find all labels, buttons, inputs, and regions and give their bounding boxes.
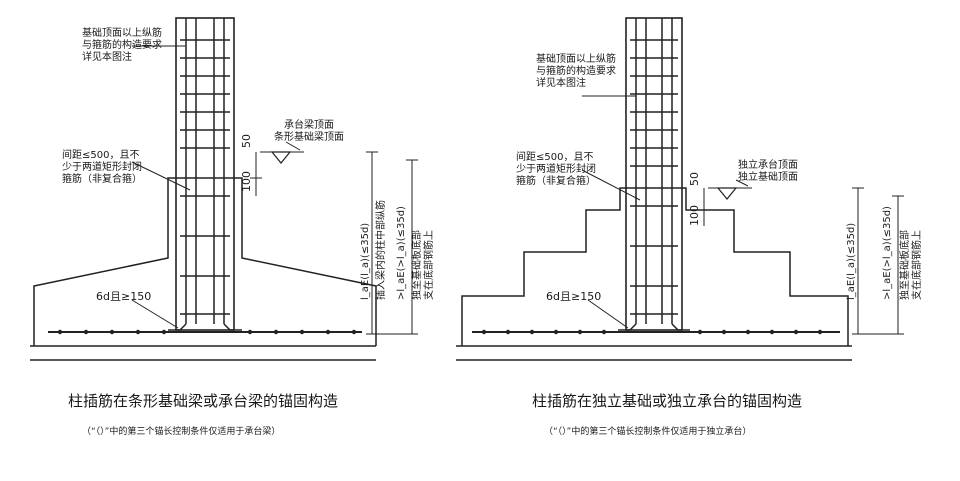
- right-detail: [456, 17, 904, 361]
- left-note-top-2: 与箍筋的构造要求: [82, 38, 162, 51]
- right-note-top-2: 与箍筋的构造要求: [536, 64, 616, 77]
- right-dim-50: 50: [688, 172, 701, 186]
- left-note-top-3: 详见本图注: [82, 50, 132, 63]
- right-top-label-1: 独立承台顶面: [738, 158, 798, 171]
- right-note-top-1: 基础顶面以上纵筋: [536, 52, 616, 65]
- right-rebar-dots: [481, 329, 823, 335]
- left-note-mid-1: 间距≤500，且不: [62, 148, 139, 161]
- left-anchor-outer-note-2: 支在底部钢筋上: [422, 230, 435, 300]
- right-anchor-inner: l_aE(l_a)(≤35d): [846, 223, 857, 300]
- right-anchor-outer-note-1: 独至基础板底部: [898, 230, 911, 300]
- left-texts: 基础顶面以上纵筋 与箍筋的构造要求 详见本图注 间距≤500，且不 少于两道矩形…: [62, 26, 435, 437]
- left-subcaption: （“（）”中的第三个锚长控制条件仅适用于承台梁）: [82, 425, 280, 437]
- right-note-mid-3: 箍筋（非复合箍）: [516, 174, 596, 187]
- left-dim-100: 100: [240, 171, 253, 192]
- right-hook-left: [618, 323, 637, 331]
- right-note-mid-1: 间距≤500，且不: [516, 150, 593, 163]
- left-top-label-2: 条形基础梁顶面: [274, 130, 344, 143]
- right-footing-outline: [461, 187, 849, 346]
- right-hook-dim: 6d且≥150: [546, 290, 601, 303]
- left-hook-right: [223, 323, 242, 331]
- left-upper-stirrups: [180, 39, 230, 149]
- left-note-mid-3: 箍筋（非复合箍）: [62, 172, 142, 185]
- right-top-label-2: 独立基础顶面: [738, 170, 798, 183]
- left-note-mid-2: 少于两道矩形封闭: [62, 160, 142, 173]
- right-texts: 基础顶面以上纵筋 与箍筋的构造要求 详见本图注 间距≤500，且不 少于两道矩形…: [516, 52, 923, 437]
- left-top-label-1: 承台梁顶面: [284, 118, 334, 131]
- right-anchor-outer-note-2: 支在底部钢筋上: [910, 230, 923, 300]
- left-lower-stirrups: [180, 195, 230, 315]
- left-hook-dim: 6d且≥150: [96, 290, 151, 303]
- right-upper-stirrups: [630, 39, 678, 167]
- right-column: [625, 17, 683, 331]
- right-note-mid-2: 少于两道矩形封闭: [516, 162, 596, 175]
- left-anchor-outer-note-1: 独至基础板底部: [410, 230, 423, 300]
- right-hook-right: [671, 323, 690, 331]
- right-subcaption: （“（）”中的第三个锚长控制条件仅适用于独立承台）: [544, 425, 751, 437]
- left-anchor-outer: >l_aE(>l_a)(≤35d): [396, 206, 407, 300]
- left-caption: 柱插筋在条形基础梁或承台梁的锚固构造: [68, 392, 338, 410]
- right-lower-stirrups: [630, 205, 678, 315]
- left-column: [175, 17, 235, 331]
- right-anchor-outer: >l_aE(>l_a)(≤35d): [882, 206, 893, 300]
- left-anchor-inner: l_aE(l_a)(≤35d): [360, 223, 371, 300]
- right-caption: 柱插筋在独立基础或独立承台的锚固构造: [532, 392, 802, 410]
- left-dim-50: 50: [240, 134, 253, 148]
- left-footing-outline: [33, 177, 377, 346]
- left-hook-left: [168, 323, 187, 331]
- right-note-top-3: 详见本图注: [536, 76, 586, 89]
- left-anchor-inner-note: 插入梁内的柱中部纵筋: [374, 200, 387, 300]
- right-dim-100: 100: [688, 205, 701, 226]
- left-note-top-1: 基础顶面以上纵筋: [82, 26, 162, 39]
- left-detail: [30, 17, 418, 361]
- left-rebar-dots: [57, 329, 357, 335]
